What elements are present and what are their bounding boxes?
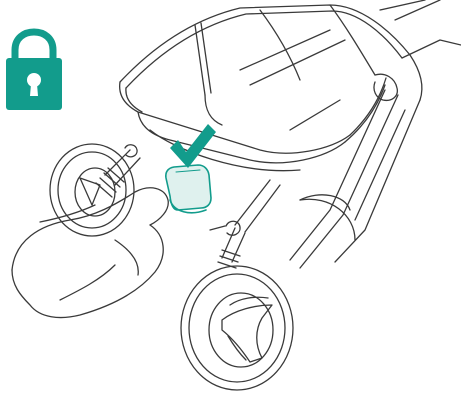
stroller-rear-frame: [235, 90, 420, 268]
stroller-seat-frame: [120, 0, 461, 171]
release-button: [166, 165, 211, 213]
stroller-front-wheel-left: [50, 144, 134, 236]
stroller-front-fork: [96, 145, 245, 268]
stroller-front-wheel-right: [181, 266, 293, 390]
lock-icon: [6, 32, 62, 110]
check-arrow-icon: [170, 124, 216, 168]
hand: [12, 188, 168, 318]
